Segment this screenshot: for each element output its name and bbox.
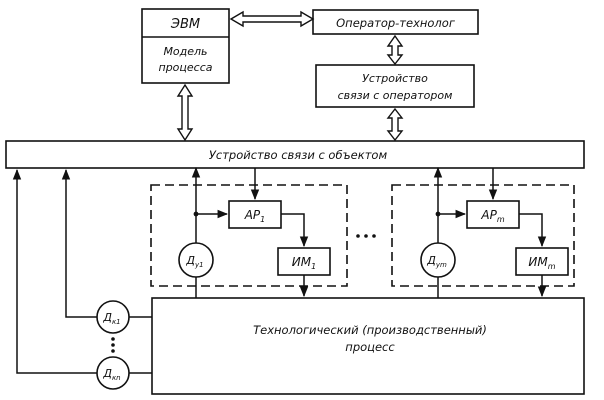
im-m-subscript: m [548, 262, 556, 271]
svg-text:ИМm: ИМm [528, 255, 555, 271]
ar-1-block: АР1 [228, 200, 282, 229]
operator-link-block: Устройство связи с оператором [315, 64, 475, 108]
du-m-sensor: Дуm [420, 242, 456, 278]
dk-1-sensor: Дк1 [96, 300, 130, 334]
svg-text:АР1: АР1 [244, 208, 266, 224]
dk-1-label: Д [102, 311, 112, 324]
ar-m-label: АР [480, 208, 497, 222]
dk-n-subscript: кn [112, 374, 121, 382]
im-1-block: ИМ1 [277, 247, 331, 276]
svg-text:Ду1: Ду1 [185, 254, 203, 269]
svg-text:Дкn: Дкn [102, 367, 120, 382]
dk-1-subscript: к1 [112, 318, 121, 326]
svg-text:Дуm: Дуm [426, 254, 447, 269]
object-link-label: Устройство связи с объектом [209, 148, 388, 162]
process-block: Технологический (производственный) проце… [151, 297, 585, 395]
du-m-subscript: уm [435, 261, 447, 269]
evm-model-line1: Модель [163, 45, 207, 58]
im-m-block: ИМm [515, 247, 569, 276]
process-label-line1: Технологический (производственный) [253, 323, 487, 337]
control-loop-1-frame [150, 184, 348, 287]
loops-ellipsis [356, 234, 376, 238]
operator-link-double-arrow [386, 34, 404, 66]
du-1-sensor: Ду1 [178, 242, 214, 278]
du-m-label: Д [426, 254, 436, 267]
svg-text:АРm: АРm [480, 208, 504, 224]
du-1-subscript: у1 [194, 261, 204, 269]
im-m-label: ИМ [528, 255, 548, 269]
operator-block: Оператор-технолог [312, 9, 479, 35]
operatorlink-objectlink-double-arrow [386, 107, 404, 142]
operator-link-line1: Устройство [362, 72, 428, 85]
evm-block: ЭВМ Модель процесса [141, 8, 230, 84]
evm-objectlink-double-arrow [176, 83, 194, 142]
dk-n-label: Д [102, 367, 112, 380]
evm-title: ЭВМ [170, 17, 200, 32]
operator-label: Оператор-технолог [336, 16, 456, 30]
svg-text:Дк1: Дк1 [102, 311, 120, 326]
dk-n-sensor: Дкn [96, 356, 130, 390]
im-1-label: ИМ [292, 255, 312, 269]
ar-m-subscript: m [497, 215, 505, 224]
operator-link-line2: связи с оператором [338, 89, 453, 102]
du-1-label: Д [185, 254, 195, 267]
svg-text:ИМ1: ИМ1 [292, 255, 316, 271]
evm-model-line2: процесса [159, 61, 213, 74]
im-1-subscript: 1 [311, 262, 316, 271]
object-link-block: Устройство связи с объектом [5, 140, 585, 169]
evm-operator-double-arrow [229, 10, 315, 28]
ar-m-block: АРm [466, 200, 520, 229]
ar-1-subscript: 1 [260, 215, 265, 224]
ar-1-label: АР [244, 208, 261, 222]
control-loop-m-frame [391, 184, 575, 287]
sensor-ellipsis [111, 337, 115, 353]
process-label-line2: процесс [345, 340, 395, 354]
